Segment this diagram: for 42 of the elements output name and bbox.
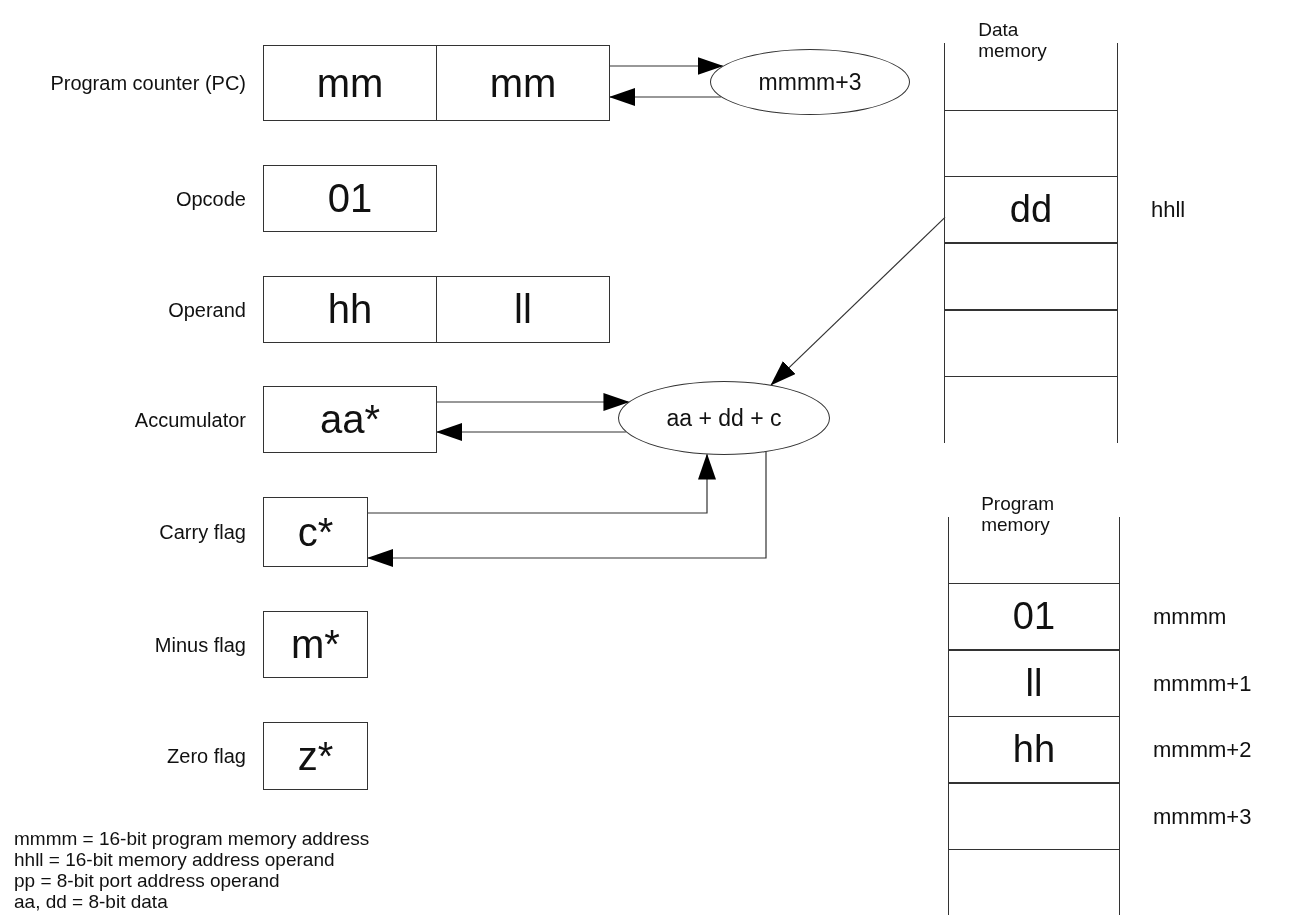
register-value: z* [296,732,335,780]
register-value: m* [290,621,341,668]
arrow [367,451,767,567]
arrow [609,88,722,106]
memory-value: 01 [1012,595,1056,638]
arrow [770,216,946,386]
memory-title: Data memory [978,19,1048,61]
register-name: Opcode [175,187,246,210]
note-text: hhll = 16-bit memory address operand [14,849,335,870]
memory-value: dd [1009,188,1053,231]
memory-cell [945,243,1117,310]
register-name: Carry flag [159,520,246,544]
note-text: aa, dd = 8-bit data [14,891,168,912]
arrow [609,57,724,75]
arrow [367,453,716,514]
register-value: mm [315,59,385,107]
register-value: hh [326,286,374,333]
address-label: mmmm+1 [1153,670,1252,697]
register-name: Accumulator [134,408,246,431]
ellipse-label: aa + dd + c [666,404,782,432]
register-name: Zero flag [167,744,246,768]
address-label: mmmm+3 [1153,803,1252,830]
ellipse-label: mmmm+3 [758,68,862,96]
memory-value: ll [1025,662,1043,705]
register-name: Operand [168,298,246,321]
register-name: Program counter (PC) [50,71,246,95]
register-value: c* [296,508,335,556]
arrow [436,393,630,411]
register-value: aa* [318,396,382,443]
address-label: mmmm+2 [1153,736,1252,763]
memory-cell [945,310,1117,377]
arrow [436,423,627,441]
note-text: mmmm = 16-bit program memory address [14,828,370,849]
register-name: Minus flag [154,633,246,656]
memory-title: Program memory [981,493,1056,535]
register-value: 01 [326,175,374,222]
memory-value: hh [1012,728,1056,771]
address-label: hhll [1151,196,1186,223]
address-label: mmmm [1153,603,1227,630]
register-value: ll [436,277,609,342]
register-value: mm [436,46,609,120]
note-text: pp = 8-bit port address operand [14,870,280,891]
